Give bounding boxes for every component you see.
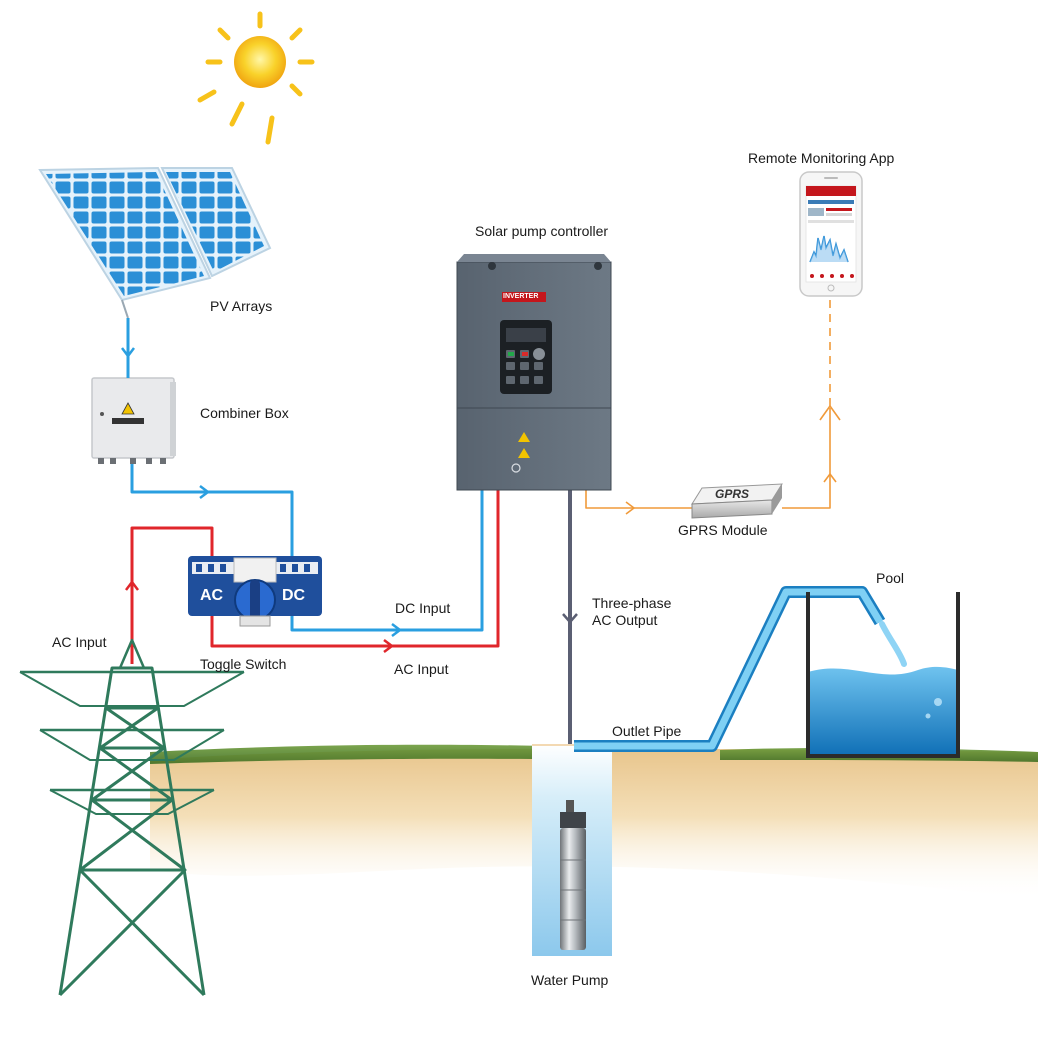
label-gprs-module: GPRS Module bbox=[678, 522, 768, 538]
inverter-badge: INVERTER bbox=[503, 293, 539, 300]
label-remote-monitoring-app: Remote Monitoring App bbox=[748, 150, 895, 166]
label-ac-input: AC Input bbox=[394, 661, 449, 677]
switch-dc-label: DC bbox=[282, 587, 306, 604]
sun-icon bbox=[197, 11, 315, 145]
label-three-phase-output: Three-phase AC Output bbox=[592, 595, 672, 628]
remote-monitoring-phone bbox=[799, 171, 863, 297]
label-dc-input: DC Input bbox=[395, 600, 451, 616]
label-toggle-switch: Toggle Switch bbox=[200, 656, 287, 672]
pv-arrays bbox=[38, 166, 272, 319]
toggle-switch bbox=[188, 556, 322, 627]
warning-triangle-icon bbox=[518, 432, 530, 458]
water-pump bbox=[560, 800, 586, 950]
label-pool: Pool bbox=[876, 570, 905, 586]
pool bbox=[806, 592, 960, 758]
gprs-face-label: GPRS bbox=[715, 487, 750, 501]
wiring bbox=[121, 298, 841, 800]
solar-pump-controller bbox=[456, 254, 612, 491]
gprs-module bbox=[691, 483, 783, 519]
switch-ac-label: AC bbox=[200, 587, 224, 604]
outlet-pipe bbox=[574, 586, 886, 752]
controller-logo bbox=[511, 463, 521, 473]
transmission-tower bbox=[19, 638, 245, 997]
label-pv-arrays: PV Arrays bbox=[210, 298, 273, 314]
label-water-pump: Water Pump bbox=[531, 972, 609, 988]
label-combiner-box: Combiner Box bbox=[200, 405, 289, 421]
label-outlet-pipe: Outlet Pipe bbox=[612, 723, 682, 739]
label-ac-input-tower: AC Input bbox=[52, 634, 107, 650]
label-solar-pump-controller: Solar pump controller bbox=[475, 223, 609, 239]
combiner-box bbox=[91, 377, 176, 464]
